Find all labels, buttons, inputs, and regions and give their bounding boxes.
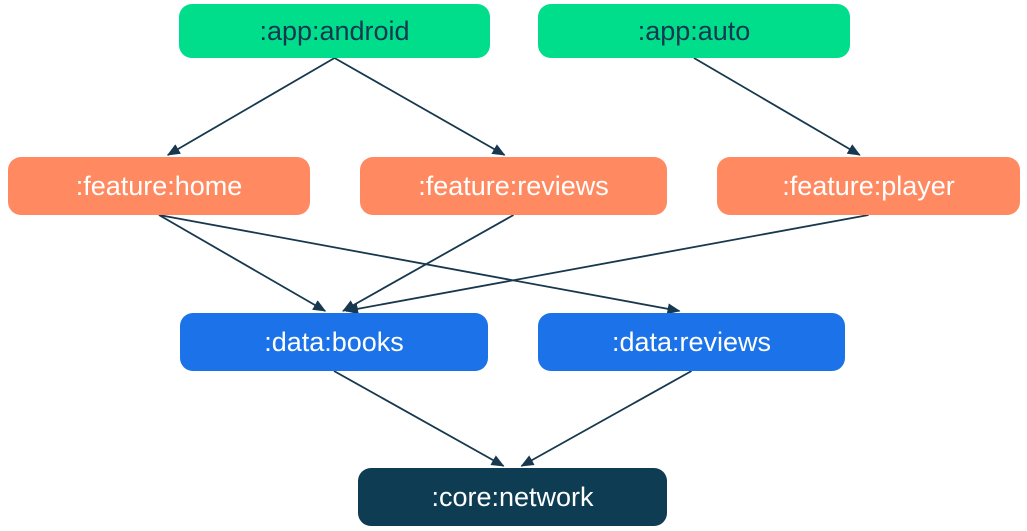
node-feature-home: :feature:home: [8, 157, 310, 215]
node-label: :feature:home: [75, 170, 243, 201]
node-label: :data:books: [264, 326, 404, 357]
dependency-edge: [158, 214, 327, 312]
node-data-reviews: :data:reviews: [538, 313, 845, 371]
node-app-android: :app:android: [179, 4, 490, 58]
node-label: :app:auto: [637, 15, 751, 46]
node-label: :data:reviews: [611, 326, 772, 357]
dependency-edge: [333, 370, 505, 467]
dependency-edge: [166, 57, 335, 156]
node-feature-player: :feature:player: [717, 157, 1020, 215]
node-app-auto: :app:auto: [538, 4, 850, 58]
dependency-edge: [342, 214, 514, 312]
node-core-network: :core:network: [358, 468, 667, 526]
dependency-edge: [693, 57, 861, 156]
node-data-books: :data:books: [180, 313, 488, 371]
dependency-edge: [345, 214, 869, 315]
dependency-edge: [520, 370, 692, 467]
node-label: :core:network: [431, 481, 594, 512]
node-label: :feature:reviews: [418, 170, 609, 201]
dependency-edge: [334, 57, 506, 156]
dependency-edge: [158, 214, 681, 315]
node-label: :app:android: [259, 15, 410, 46]
node-feature-reviews: :feature:reviews: [360, 157, 667, 215]
node-label: :feature:player: [782, 170, 955, 201]
